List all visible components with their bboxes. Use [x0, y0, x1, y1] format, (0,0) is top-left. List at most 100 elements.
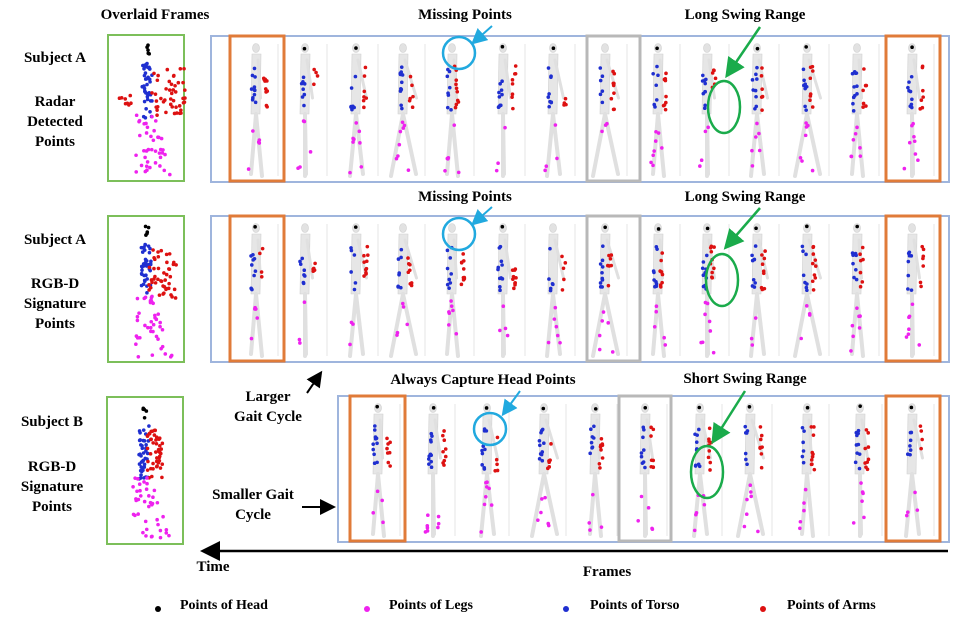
overlay-leg-point — [143, 155, 147, 160]
leg-point — [654, 309, 659, 314]
arm-point — [600, 456, 605, 460]
torso-point — [751, 88, 755, 92]
overlay-arm-point — [154, 99, 159, 103]
walking-frame — [348, 43, 369, 178]
walking-frame — [902, 43, 925, 178]
overlay-leg-point — [159, 136, 164, 141]
torso-point — [448, 256, 453, 260]
end-frame-box-row-3 — [884, 394, 942, 543]
leg-point — [913, 152, 918, 156]
torso-point — [853, 460, 858, 465]
leg-point — [400, 120, 405, 125]
leg-point — [600, 319, 605, 323]
torso-point — [298, 259, 302, 264]
torso-point — [551, 282, 555, 287]
missing-points-arrow-row-2 — [471, 206, 493, 226]
overlay-leg-point — [158, 155, 163, 160]
overlay-arm-point — [157, 454, 162, 459]
overlay-leg-point — [138, 133, 142, 138]
arm-point — [918, 107, 923, 111]
overlay-torso-point — [143, 77, 148, 81]
leg-point — [348, 170, 352, 175]
torso-point — [854, 253, 858, 258]
silhouette-legs — [545, 292, 562, 358]
arm-point — [259, 270, 264, 274]
overlay-torso-point — [146, 65, 150, 70]
arm-point — [386, 460, 391, 465]
overlay-torso-point — [145, 82, 149, 87]
torso-point — [640, 461, 645, 465]
leg-point — [610, 350, 615, 354]
leg-point — [860, 499, 864, 503]
torso-point — [302, 103, 306, 108]
head-point — [858, 404, 862, 408]
arm-point — [259, 274, 264, 279]
arm-point — [408, 282, 413, 286]
silhouette-legs — [749, 292, 766, 358]
head-point — [754, 226, 758, 231]
leg-point — [552, 317, 557, 321]
leg-point — [479, 530, 483, 534]
overlay-arm-point — [119, 95, 124, 100]
leg-point — [708, 329, 713, 333]
walking-frame — [496, 223, 518, 358]
overlay-leg-point — [151, 322, 156, 327]
torso-point — [251, 96, 255, 100]
overlay-leg-point — [138, 494, 143, 498]
walking-frame — [851, 403, 871, 538]
overlay-arm-point — [157, 443, 162, 448]
overlay-torso-point — [148, 262, 153, 267]
overlay-arm-point — [167, 79, 172, 84]
walking-frame — [591, 223, 620, 358]
mid-frame-box-row-2 — [585, 214, 642, 363]
arm-point — [649, 425, 653, 430]
silhouette-legs — [651, 292, 666, 358]
overlay-leg-point — [155, 500, 160, 505]
start-frame-box-row-1 — [228, 34, 286, 183]
torso-point — [249, 254, 253, 258]
torso-point — [352, 105, 356, 110]
overlay-leg-point — [144, 534, 148, 538]
larger-gait-cycle-line-1: Larger — [246, 389, 291, 405]
walking-frame — [692, 403, 714, 538]
arm-point — [408, 74, 413, 79]
arm-point — [364, 270, 368, 275]
overlay-leg-point — [149, 147, 154, 152]
leg-point — [803, 133, 808, 138]
arm-point — [263, 87, 268, 91]
walking-frame — [651, 223, 668, 358]
torso-point — [907, 250, 912, 255]
overlay-leg-point — [150, 114, 154, 119]
leg-point — [301, 119, 306, 123]
arm-point — [710, 270, 714, 275]
overlay-leg-point — [145, 476, 149, 480]
overlay-torso-point — [145, 277, 149, 281]
leg-point — [447, 311, 452, 316]
torso-point — [656, 73, 660, 78]
arm-point — [563, 261, 568, 265]
arm-point — [758, 425, 763, 429]
torso-point — [801, 460, 806, 465]
arm-point — [510, 92, 515, 96]
mid-frame-box-row-3 — [617, 394, 673, 543]
overlay-arm-point — [162, 291, 166, 295]
arm-point — [861, 105, 865, 109]
leg-point — [302, 300, 307, 305]
overlay-arm-point — [151, 461, 155, 466]
leg-point — [755, 121, 759, 126]
swing-range-arrow-row-1 — [725, 26, 762, 79]
silhouette-arm — [750, 418, 765, 460]
overlay-leg-point — [141, 530, 145, 535]
torso-point — [252, 88, 257, 93]
leg-point — [505, 333, 510, 338]
torso-point — [590, 445, 595, 449]
overlay-torso-point — [142, 439, 147, 443]
torso-point — [643, 465, 647, 470]
torso-point — [549, 100, 554, 105]
arm-point — [513, 72, 517, 76]
overlay-head-point — [145, 45, 149, 50]
torso-point — [909, 74, 914, 79]
torso-point — [371, 447, 376, 452]
overlay-arm-point — [181, 100, 186, 105]
arm-point — [609, 253, 614, 257]
